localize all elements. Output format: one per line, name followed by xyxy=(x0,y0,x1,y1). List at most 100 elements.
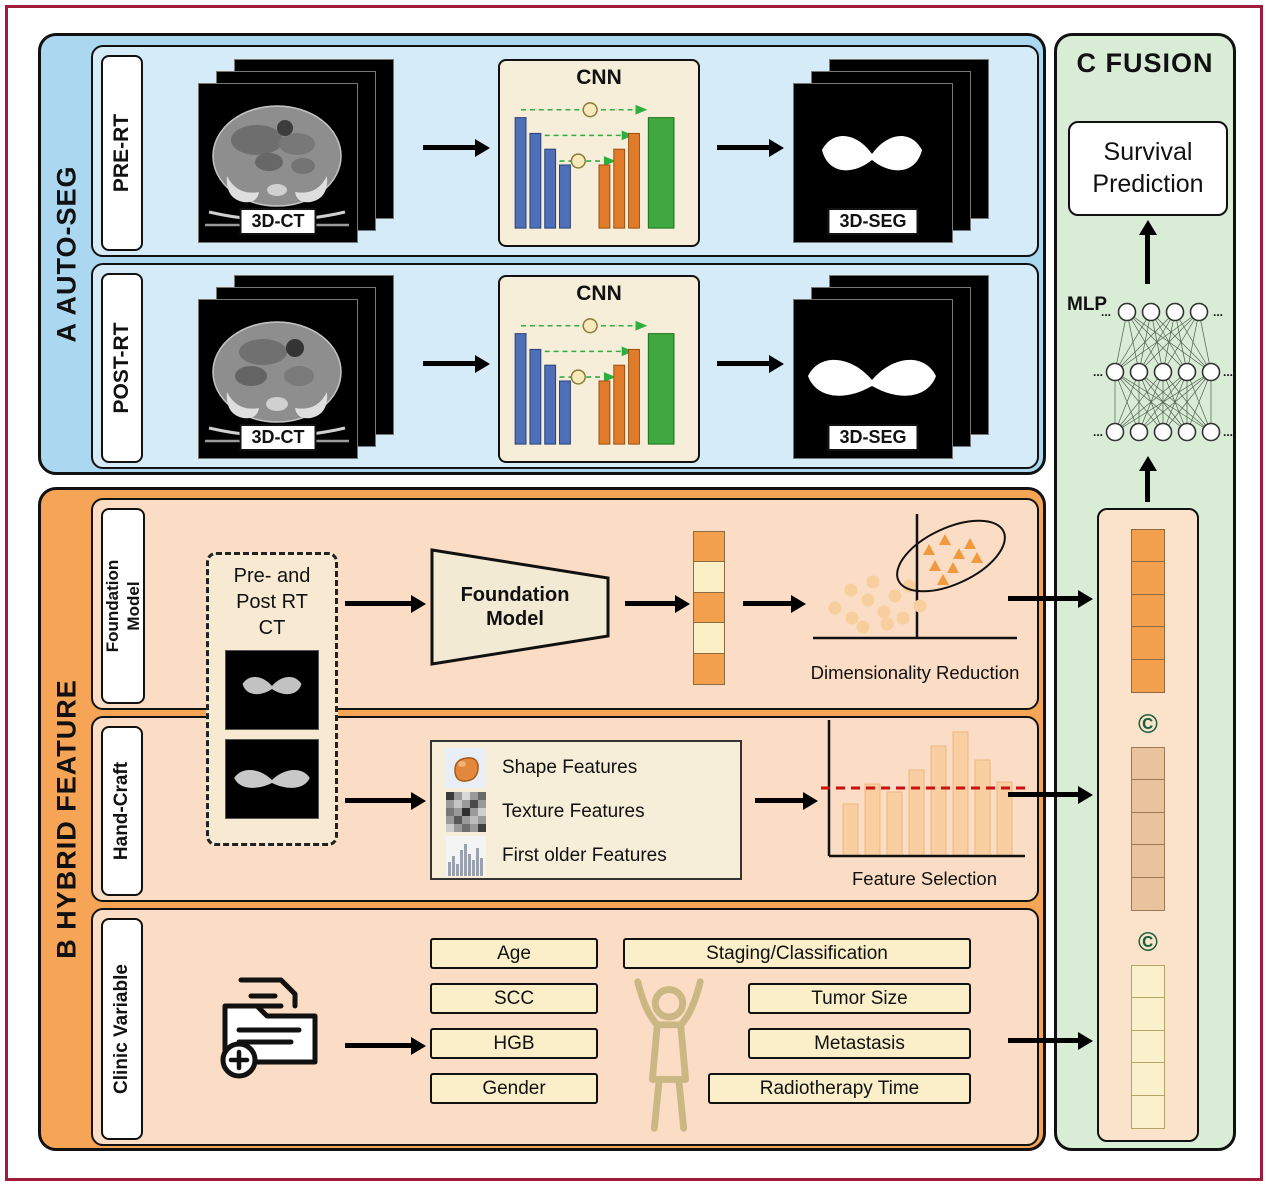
vector-cell xyxy=(1131,528,1165,563)
feature-label: Texture Features xyxy=(502,801,645,822)
roi-mask-icon xyxy=(242,677,302,695)
dimensionality-reduction-plot: Dimensionality Reduction xyxy=(805,510,1025,700)
variable-label: Gender xyxy=(482,1077,546,1099)
panel-a-title: A AUTO-SEG xyxy=(51,165,82,343)
survival-prediction-box: Survival Prediction xyxy=(1068,121,1228,216)
post-rt-seg-tag: 3D-SEG xyxy=(827,424,919,451)
handcraft-row-label: Hand-Craft xyxy=(111,761,132,861)
records-to-variables-arrow xyxy=(345,1037,426,1055)
input-text-line1: Pre- and xyxy=(233,565,311,587)
pre-rt-seg-tag: 3D-SEG xyxy=(827,208,919,235)
vector-cell xyxy=(1131,658,1165,693)
handcraft-label-strip: Hand-Craft xyxy=(101,726,143,896)
feature-item: First older Features xyxy=(432,834,740,878)
vector-cell xyxy=(693,652,725,685)
post-rt-cnn-label: CNN xyxy=(576,282,622,305)
scatter-plot-icon xyxy=(813,514,1017,640)
variable-label: Staging/Classification xyxy=(706,942,888,964)
pre-rt-cnn-box: CNN xyxy=(498,59,700,247)
variable-box-scc: SCC xyxy=(430,983,598,1014)
vector-cell xyxy=(693,561,725,593)
variable-box-age: Age xyxy=(430,938,598,969)
foundation-row-label-line2: Model xyxy=(124,581,143,631)
vector-cell xyxy=(1131,876,1165,911)
pre-rt-ct-tag: 3D-CT xyxy=(239,208,317,235)
survival-prediction-label: Survival Prediction xyxy=(1092,138,1204,198)
pre-rt-seg-stack: 3D-SEG xyxy=(793,59,993,245)
vector-cell xyxy=(1131,1029,1165,1064)
pre-post-ct-input-box: Pre- and Post RT CT xyxy=(206,552,338,846)
histogram-icon xyxy=(446,836,486,876)
foundation-to-fusion-arrow xyxy=(1008,590,1093,608)
panel-a-title-strip: A AUTO-SEG xyxy=(41,36,93,472)
panel-c-title: C FUSION xyxy=(1076,48,1214,78)
panel-b-title: B HYBRID FEATURE xyxy=(51,679,82,959)
cnn-architecture-icon xyxy=(514,102,675,229)
feature-label: Shape Features xyxy=(502,757,638,778)
post-rt-ct-to-cnn-arrow xyxy=(423,355,490,373)
vector-cell xyxy=(1131,997,1165,1031)
feature-selection-caption: Feature Selection xyxy=(851,868,997,889)
concat-icon: © xyxy=(1138,927,1158,957)
dimred-caption: Dimensionality Reduction xyxy=(810,662,1020,683)
pre-rt-label: PRE-RT xyxy=(110,113,133,193)
vector-cell xyxy=(1131,746,1165,781)
vector-cell xyxy=(1131,1062,1165,1096)
vector-cell xyxy=(1131,779,1165,813)
clinic-label-strip: Clinic Variable xyxy=(101,918,143,1140)
panel-b-hybrid-feature: B HYBRID FEATURE Foundation Model Founda… xyxy=(38,487,1046,1151)
vector-cell xyxy=(693,591,725,624)
variable-box-hgb: HGB xyxy=(430,1028,598,1059)
vector-cell xyxy=(1131,561,1165,595)
svg-text:...: ... xyxy=(1093,365,1103,379)
clinical-records-block xyxy=(211,966,331,1086)
feature-selection-plot: Feature Selection xyxy=(817,718,1032,904)
vector-cell xyxy=(693,622,725,654)
variable-label: HGB xyxy=(493,1032,535,1054)
foundation-model-block: Foundation Model xyxy=(430,548,610,666)
vector-cell xyxy=(1131,964,1165,999)
svg-text:...: ... xyxy=(1213,305,1223,319)
post-rt-cnn-to-seg-arrow xyxy=(717,355,784,373)
vector-cell xyxy=(693,530,725,563)
handcraft-to-fusion-arrow xyxy=(1008,786,1093,804)
person-icon xyxy=(634,978,704,1132)
post-rt-ct-tag: 3D-CT xyxy=(239,424,317,451)
feature-label: First older Features xyxy=(502,845,667,866)
mlp-network-block: ...... ...... ...... xyxy=(1093,288,1233,456)
post-rt-ct-front: 3D-CT xyxy=(198,299,358,459)
clinic-to-fusion-arrow xyxy=(1008,1032,1093,1050)
vector-cell xyxy=(1131,1094,1165,1129)
fused-vector-box: © © xyxy=(1097,508,1199,1142)
vector-cell xyxy=(1131,844,1165,878)
input-to-foundation-arrow xyxy=(345,595,426,613)
vectors-to-mlp-arrow xyxy=(1139,456,1157,502)
mlp-to-survival-arrow xyxy=(1139,220,1157,284)
bar-chart-icon xyxy=(821,720,1027,858)
post-rt-label: POST-RT xyxy=(110,322,133,414)
post-rt-seg-stack: 3D-SEG xyxy=(793,275,993,461)
texture-icon xyxy=(446,792,486,832)
variable-label: Age xyxy=(497,942,531,964)
post-rt-row: POST-RT xyxy=(91,263,1039,469)
panel-a-auto-seg: A AUTO-SEG PRE-RT xyxy=(38,33,1046,475)
vector-to-dimred-arrow xyxy=(743,595,806,613)
mlp-network-icon: ...... ...... ...... xyxy=(1093,302,1233,442)
patient-figure-block xyxy=(625,972,713,1140)
variable-box-metastasis: Metastasis xyxy=(748,1028,971,1059)
variable-box-tumor-size: Tumor Size xyxy=(748,983,971,1014)
concat-icon: © xyxy=(1138,709,1158,739)
shape-icon xyxy=(446,748,486,788)
pre-rt-roi-image xyxy=(225,650,319,730)
foundation-row-label-line1: Foundation xyxy=(102,559,122,653)
svg-text:...: ... xyxy=(1223,365,1233,379)
pre-rt-ct-front: 3D-CT xyxy=(198,83,358,243)
panel-b-title-strip: B HYBRID FEATURE xyxy=(41,490,93,1148)
vector-cell xyxy=(1131,811,1165,846)
post-rt-label-strip: POST-RT xyxy=(101,273,143,463)
ct-scan-icon xyxy=(199,300,355,456)
pre-rt-cnn-label: CNN xyxy=(576,66,622,89)
foundation-model-label: Foundation Model xyxy=(460,584,570,630)
handcraft-features-box: Shape Features Texture Features xyxy=(430,740,742,880)
foundation-row-label: Foundation Model xyxy=(102,560,145,653)
